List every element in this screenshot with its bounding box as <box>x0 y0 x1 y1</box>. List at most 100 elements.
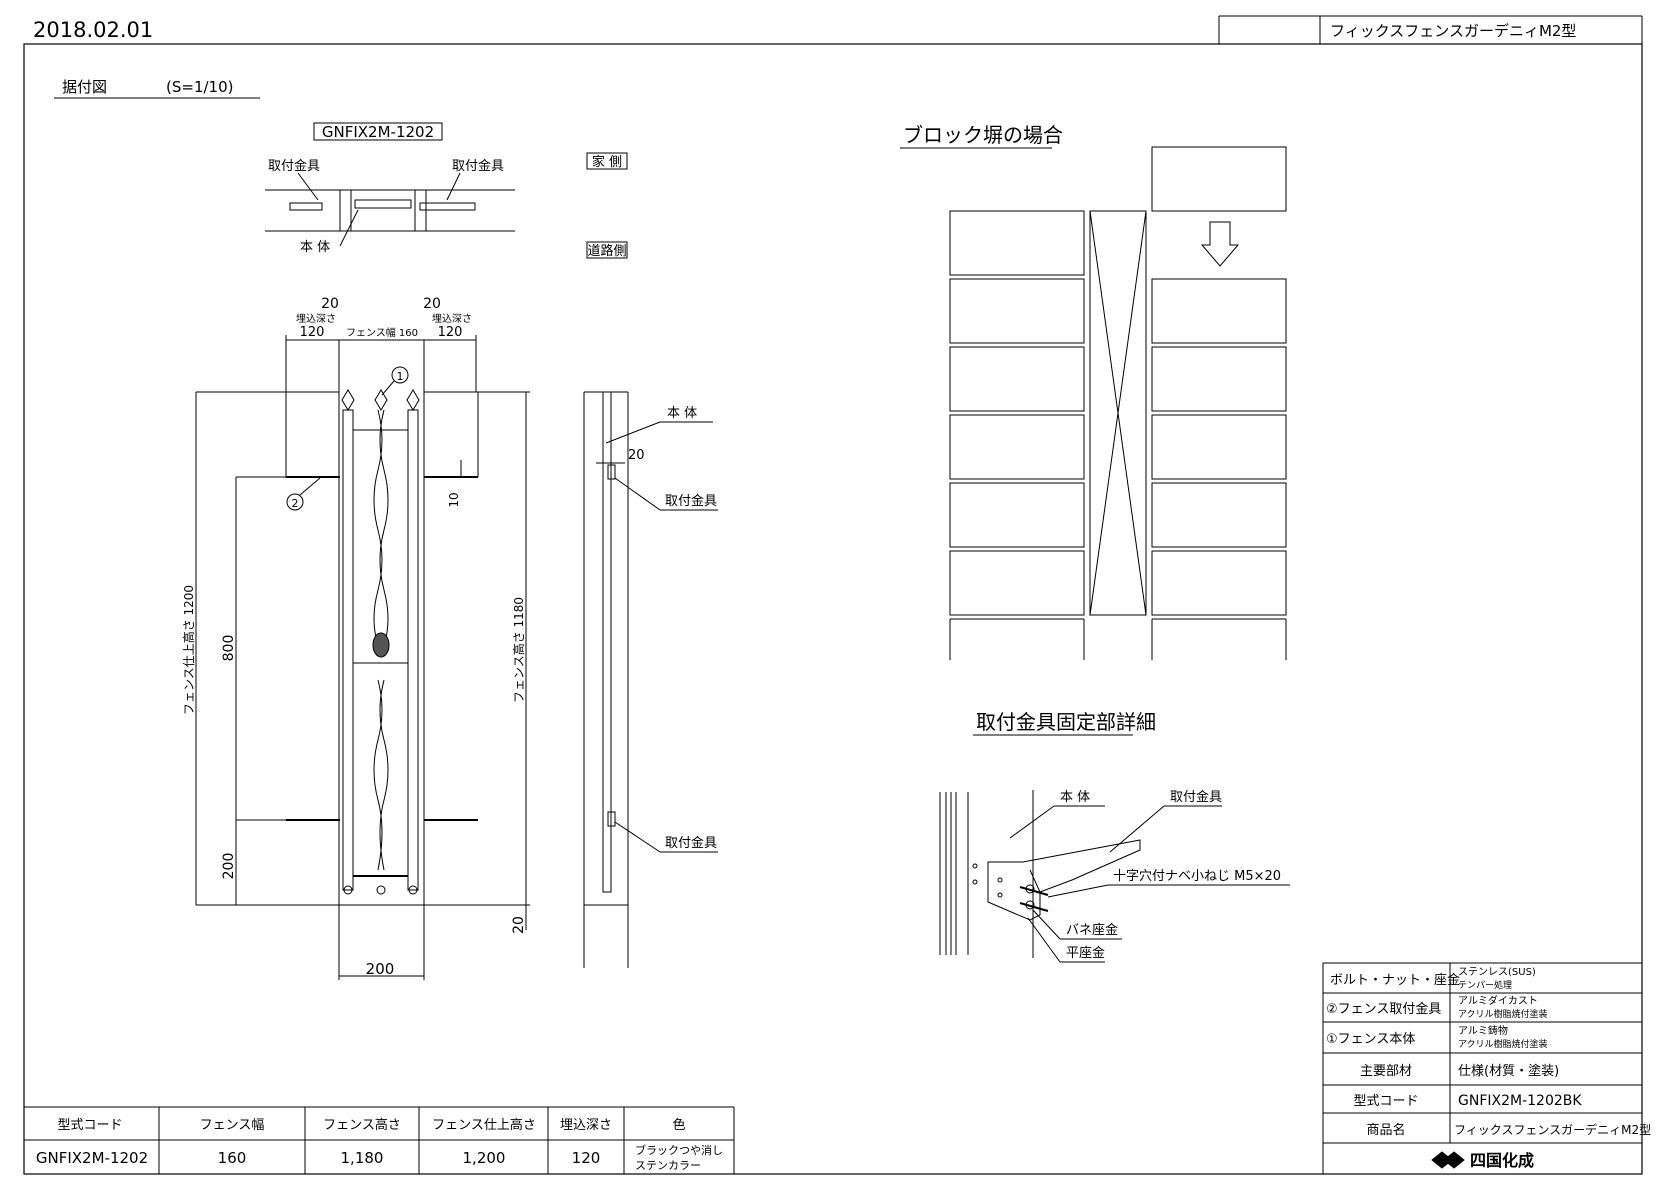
finial-right <box>406 389 420 411</box>
block-post <box>1089 210 1147 616</box>
drawing-border <box>23 43 1643 1175</box>
date-label: 2018.02.01 <box>33 18 153 42</box>
road-side-label: 道路側 <box>587 243 626 259</box>
bottom-cell-model: GNFIX2M-1202 <box>36 1149 148 1167</box>
spec-model-value: GNFIX2M-1202BK <box>1458 1093 1582 1109</box>
company-logo-icon <box>1431 1151 1465 1169</box>
spec-part-2: ②フェンス取付金具 <box>1326 1001 1441 1017</box>
spec-finish-3: アクリル樹脂焼付塗装 <box>1458 1038 1548 1050</box>
detail-body-label: 本 体 <box>1060 790 1090 805</box>
model-code-box <box>313 122 443 141</box>
spec-material-2: アルミダイカスト <box>1458 994 1538 1007</box>
detail-bracket-edge <box>1029 869 1041 893</box>
bottom-table: 型式コード フェンス幅 フェンス高さ フェンス仕上高さ 埋込深さ 色 GNFIX… <box>24 1106 735 1174</box>
block-l6 <box>949 550 1085 616</box>
callout-1-circle <box>391 366 409 384</box>
dim-20-right: 20 <box>423 296 441 312</box>
front-view: 20 20 埋込深さ 埋込深さ 120 120 フェンス幅 160 1 2 フェ… <box>181 296 530 980</box>
spec-material-3: アルミ鋳物 <box>1458 1024 1508 1037</box>
hole-3 <box>997 877 1003 883</box>
foot-center <box>376 885 386 895</box>
plan-bracket-right-shape <box>419 202 476 211</box>
finial-center <box>374 389 388 411</box>
block-section-title: ブロック塀の場合 <box>903 123 1063 147</box>
hole-4 <box>997 892 1003 898</box>
detail-screw-label: 十字穴付ナベ小ねじ M5×20 <box>1113 869 1281 884</box>
plan-bracket-left: 取付金具 <box>268 158 320 174</box>
dim-20-left: 20 <box>321 296 339 312</box>
washer-2 <box>1025 900 1035 910</box>
bottom-header-finished: フェンス仕上高さ <box>432 1117 536 1133</box>
spec-name-label: 商品名 <box>1366 1122 1405 1138</box>
dim-200-bottom: 200 <box>366 960 395 978</box>
block-r3 <box>1151 346 1287 412</box>
spec-table-frame <box>1322 962 1643 1175</box>
callout-1: 1 <box>397 370 404 383</box>
detail-spring-washer-label: バネ座金 <box>1066 922 1118 938</box>
spec-finish-2: アクリル樹脂焼付塗装 <box>1458 1008 1548 1020</box>
post-right-bar <box>407 409 419 891</box>
model-code-label: GNFIX2M-1202 <box>322 123 434 141</box>
dim-800: 800 <box>221 635 237 662</box>
bottom-cell-finished: 1,200 <box>463 1149 506 1167</box>
plan-leader-right <box>446 172 461 201</box>
embed-depth-right: 埋込深さ <box>432 313 472 325</box>
callout-2-leader <box>299 477 321 496</box>
detail-bracket-leader <box>1109 805 1165 853</box>
detail-post-lines <box>939 792 969 955</box>
company-name: 四国化成 <box>1470 1151 1534 1170</box>
washer-1 <box>1025 884 1035 894</box>
foot-left <box>343 885 353 895</box>
house-side-box <box>586 152 628 170</box>
spec-part-3: ①フェンス本体 <box>1326 1032 1415 1047</box>
fence-width-label: フェンス幅 160 <box>346 326 418 339</box>
dim-120-left: 120 <box>300 325 325 340</box>
house-side-label: 家 側 <box>592 154 622 170</box>
side-body-label: 本 体 <box>667 406 697 421</box>
dim-120-right: 120 <box>438 325 463 340</box>
detail-flat-washer-leader <box>1027 917 1061 963</box>
spec-header-spec: 仕様(材質・塗装) <box>1458 1063 1559 1079</box>
plan-bracket-left-shape <box>289 202 323 211</box>
spec-finish-1: テンパー処理 <box>1458 979 1512 991</box>
block-r7 <box>1152 618 1287 660</box>
product-title: フィックスフェンスガーデニィM2型 <box>1330 22 1576 40</box>
fence-height-label: フェンス高さ 1180 <box>511 597 526 703</box>
twist-bar-upper <box>373 409 389 646</box>
block-l3 <box>949 346 1085 412</box>
side-dim-20: 20 <box>628 448 645 463</box>
block-section: ブロック塀の場合 <box>900 123 1287 660</box>
callout-2: 2 <box>292 497 299 510</box>
bottom-header-color: 色 <box>672 1117 685 1133</box>
block-r6 <box>1151 550 1287 616</box>
detail-section-title: 取付金具固定部詳細 <box>976 710 1156 734</box>
block-l1 <box>949 210 1085 276</box>
bottom-cell-width: 160 <box>218 1149 247 1167</box>
plan-leader-body <box>339 209 359 247</box>
hole-2 <box>972 879 978 885</box>
bottom-cell-depth: 120 <box>572 1149 601 1167</box>
foot-right <box>408 885 418 895</box>
bottom-cell-height: 1,180 <box>341 1149 384 1167</box>
twist-bar-lower <box>373 679 389 871</box>
block-l2 <box>949 278 1085 344</box>
spec-material-1: ステンレス(SUS) <box>1458 967 1536 978</box>
plan-leader-left <box>297 172 319 201</box>
spec-table: ボルト・ナット・座金 ステンレス(SUS) テンパー処理 ②フェンス取付金具 ア… <box>1322 962 1651 1175</box>
center-ornament <box>372 632 390 658</box>
section-title: 据付図 <box>62 78 107 96</box>
block-new-piece <box>1151 146 1287 212</box>
plan-bracket-right: 取付金具 <box>452 158 504 174</box>
block-r5 <box>1151 482 1287 548</box>
block-post-lower <box>1083 619 1153 660</box>
side-bracket-bottom <box>607 811 616 827</box>
detail-screw-leader <box>1047 884 1109 898</box>
embed-depth-left: 埋込深さ <box>296 313 336 325</box>
spec-part-1: ボルト・ナット・座金 <box>1330 972 1460 988</box>
plan-view: GNFIX2M-1202 取付金具 取付金具 本 体 家 側 道路側 <box>265 122 628 259</box>
spec-header-part: 主要部材 <box>1360 1064 1412 1079</box>
bottom-cell-color-2: ステンカラー <box>635 1159 701 1172</box>
spec-model-label: 型式コード <box>1353 1094 1418 1109</box>
side-bracket-top-label: 取付金具 <box>665 493 717 509</box>
